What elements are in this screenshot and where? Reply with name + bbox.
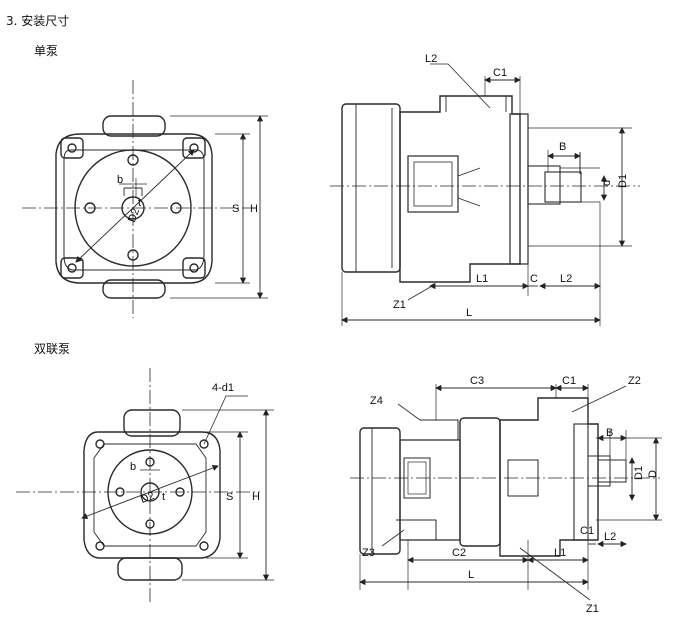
label-C1: C1 bbox=[493, 67, 507, 79]
label-Z3: Z3 bbox=[362, 547, 375, 559]
label-C3: C3 bbox=[470, 375, 484, 387]
label-D2: D2 bbox=[126, 207, 142, 224]
label-D: D bbox=[647, 470, 659, 478]
label-D1-double: D1 bbox=[633, 466, 645, 480]
label-L2-double: L2 bbox=[604, 531, 616, 543]
label-L1: L1 bbox=[476, 273, 488, 285]
label-Z1: Z1 bbox=[393, 299, 406, 311]
single-pump-side-view bbox=[330, 63, 640, 326]
label-Z4: Z4 bbox=[370, 395, 383, 407]
label-H-double: H bbox=[252, 491, 260, 503]
label-C1-top: C1 bbox=[562, 375, 576, 387]
label-b-double: b bbox=[130, 461, 136, 473]
label-Z1-double: Z1 bbox=[586, 603, 599, 615]
label-B: B bbox=[559, 141, 566, 153]
label-D1: D1 bbox=[617, 174, 629, 188]
label-S: S bbox=[232, 203, 239, 215]
label-S-double: S bbox=[226, 491, 233, 503]
label-C: C bbox=[530, 273, 538, 285]
label-L: L bbox=[466, 307, 472, 319]
label-H: H bbox=[250, 203, 258, 215]
label-C1-mid: C1 bbox=[580, 525, 594, 537]
label-L-double: L bbox=[468, 569, 474, 581]
label-D2-double: D2 bbox=[139, 490, 156, 506]
label-4-d1: 4-d1 bbox=[212, 382, 234, 394]
label-L2-top: L2 bbox=[425, 53, 437, 65]
label-C2: C2 bbox=[452, 547, 466, 559]
double-pump-side-view bbox=[350, 384, 662, 601]
label-L2-bottom: L2 bbox=[560, 273, 572, 285]
label-L1-double: L1 bbox=[554, 547, 566, 559]
single-pump-title: 单泵 bbox=[34, 44, 59, 58]
double-pump-title: 双联泵 bbox=[34, 342, 71, 356]
label-d: d bbox=[601, 180, 613, 186]
label-b: b bbox=[117, 174, 123, 186]
label-B-double: B bbox=[606, 427, 613, 439]
label-t-double: t bbox=[162, 491, 165, 503]
section-heading: 3. 安装尺寸 bbox=[6, 14, 70, 28]
single-pump-front-view bbox=[22, 80, 268, 318]
label-t: t bbox=[138, 197, 141, 209]
label-Z2: Z2 bbox=[628, 375, 641, 387]
double-pump-front-view bbox=[16, 368, 274, 604]
